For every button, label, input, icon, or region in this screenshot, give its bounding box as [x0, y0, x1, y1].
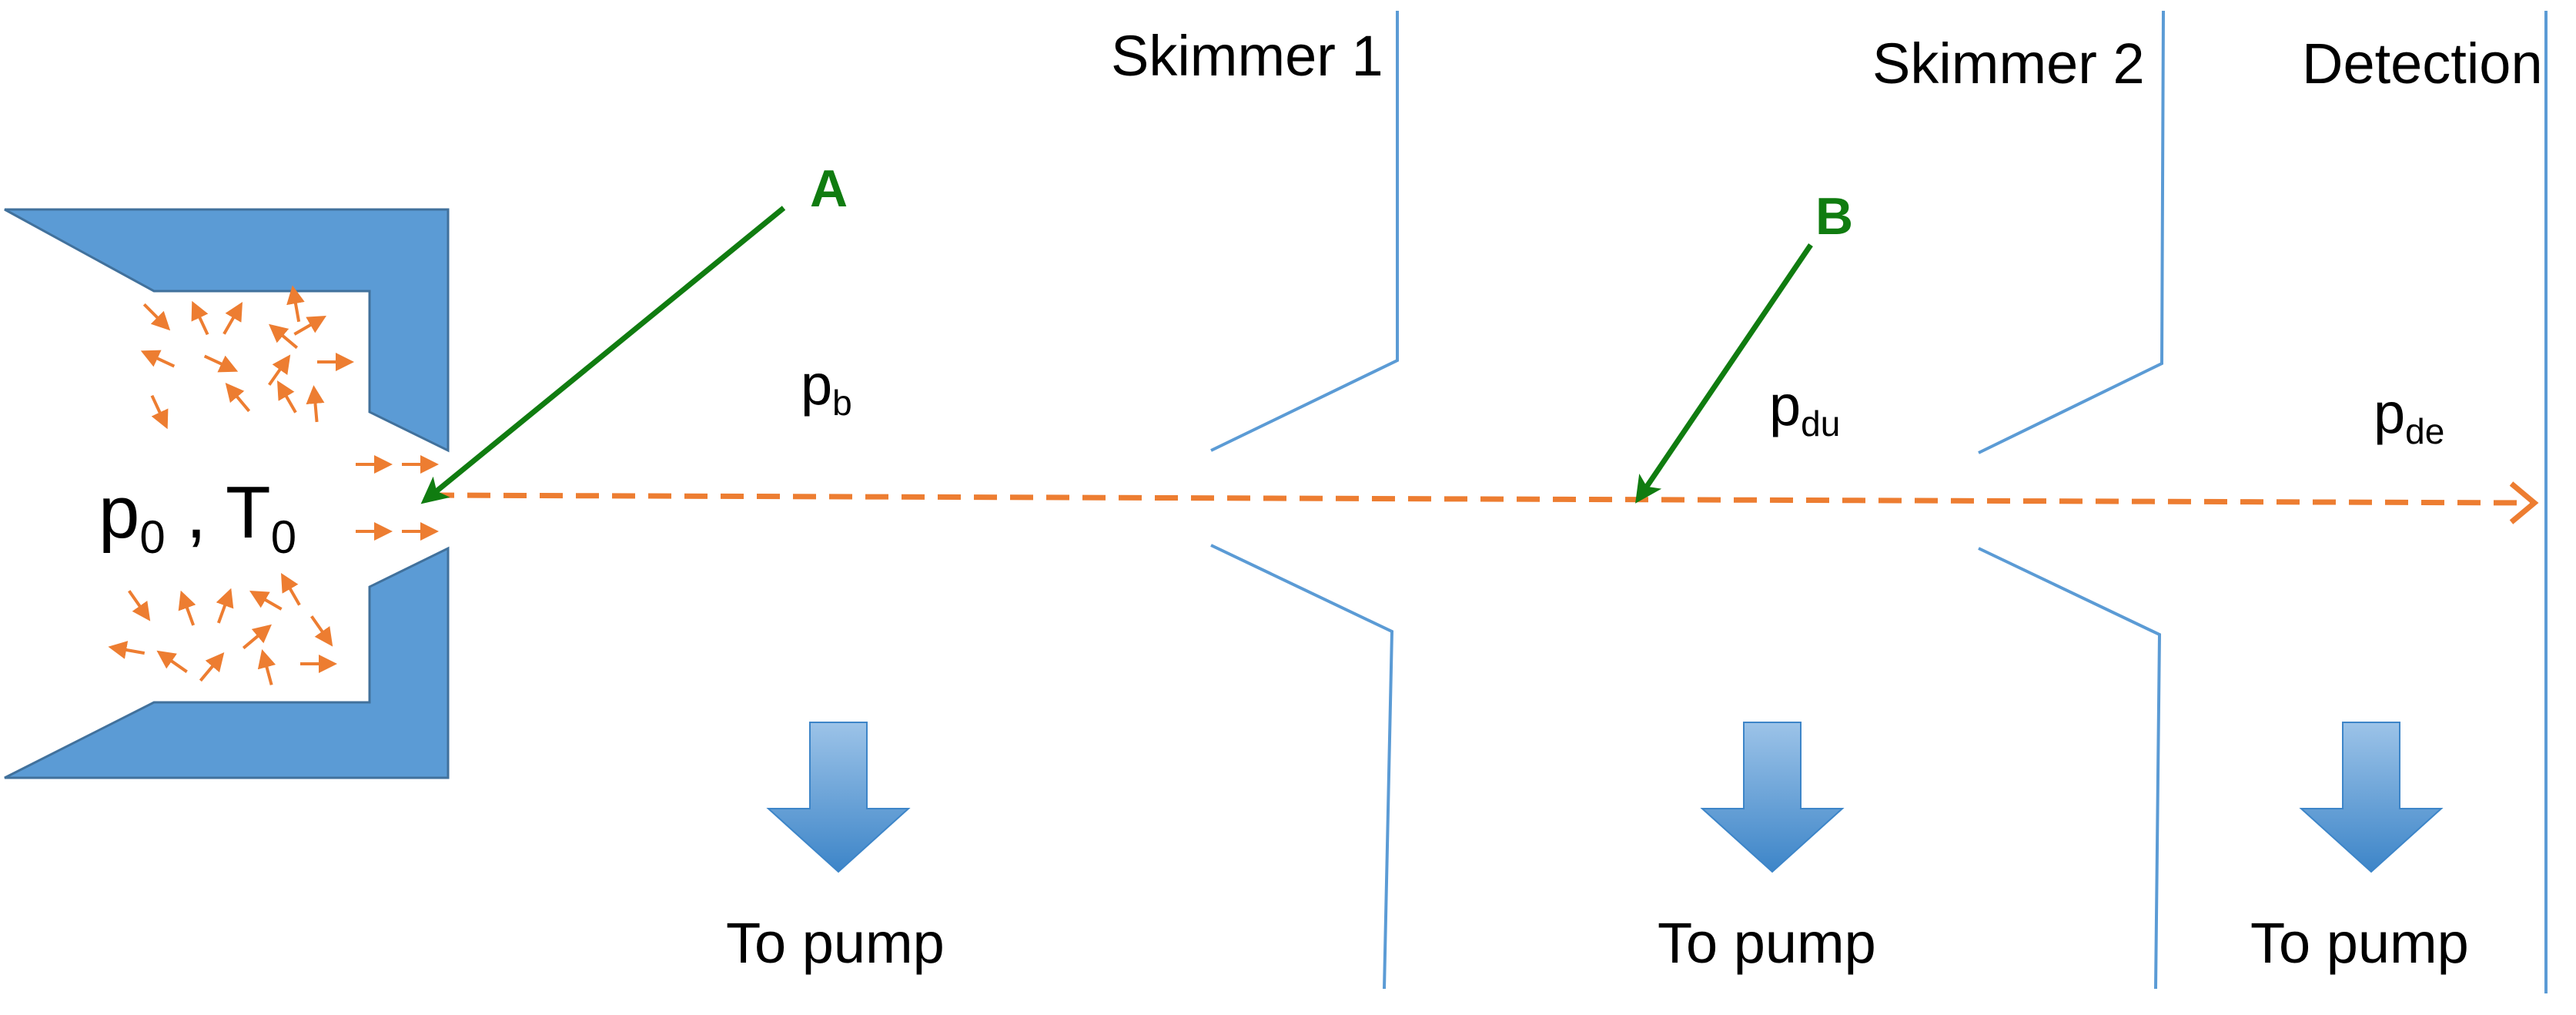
pump-arrow-2-icon — [1700, 722, 1845, 873]
gas-particle-21 — [216, 588, 234, 624]
gas-particle-30 — [280, 573, 301, 606]
source-temperature-symbol: T — [226, 471, 271, 554]
pump-arrow-3-icon — [2299, 722, 2444, 873]
gas-particle-4 — [286, 285, 305, 323]
detection-pressure-symbol: p — [2374, 381, 2405, 445]
gas-particle-19 — [128, 590, 151, 621]
gas-particle-8 — [203, 354, 239, 373]
gas-particle-23 — [310, 615, 333, 647]
gas-particle-28 — [257, 649, 276, 685]
detection-pressure-subscript: de — [2405, 411, 2444, 451]
gas-particle-20 — [178, 590, 196, 626]
gas-particle-10 — [268, 354, 291, 386]
detection-pressure-label: pde — [2374, 381, 2444, 451]
nozzle-upper-jaw — [4, 208, 450, 453]
molecular-beam-line — [430, 492, 2534, 506]
gas-particle-3 — [222, 302, 243, 335]
marker-a-arrow — [420, 206, 786, 504]
beam-arrowhead-icon — [2509, 481, 2539, 524]
gas-particle-22 — [249, 591, 283, 611]
gas-particle-12 — [306, 385, 325, 423]
background-pressure-symbol: p — [801, 353, 832, 417]
skimmer-1-label: Skimmer 1 — [1111, 24, 1383, 88]
skimmer-2-upper-wall — [1978, 10, 2165, 454]
downstream-pressure-subscript: du — [1801, 404, 1840, 444]
source-temperature-subscript: 0 — [271, 511, 296, 563]
pump-label-3: To pump — [2250, 911, 2469, 975]
gas-particle-27 — [242, 624, 272, 650]
gas-particles — [108, 285, 439, 685]
downstream-pressure-symbol: p — [1769, 374, 1801, 437]
downstream-pressure-label: pdu — [1769, 374, 1840, 444]
pump-arrow-1-icon — [766, 722, 911, 873]
marker-a-label: A — [810, 159, 848, 218]
gas-particle-26 — [199, 652, 225, 682]
pump-label-2: To pump — [1658, 911, 1876, 975]
source-pressure-symbol: p — [99, 471, 139, 554]
gas-particle-2 — [191, 300, 209, 336]
skimmer-1-upper-wall — [1210, 11, 1399, 452]
source-conditions-label: p0 , T0 — [99, 471, 296, 563]
background-pressure-subscript: b — [832, 383, 852, 423]
skimmer-1-lower-wall — [1210, 544, 1394, 990]
gas-particle-1 — [142, 303, 171, 331]
gas-particle-13 — [150, 394, 169, 430]
gas-particle-11 — [269, 323, 299, 350]
gas-particle-14 — [276, 380, 297, 414]
marker-b-label: B — [1815, 187, 1853, 246]
detection-label: Detection — [2302, 32, 2543, 95]
gas-particle-7 — [140, 350, 176, 368]
source-pressure-subscript: 0 — [139, 511, 165, 563]
background-pressure-label: pb — [801, 353, 852, 423]
skimmer-2-lower-wall — [1978, 547, 2162, 990]
source-separator: , — [166, 471, 226, 554]
pump-label-1: To pump — [726, 911, 945, 975]
gas-particle-25 — [156, 650, 188, 673]
gas-particle-9 — [225, 383, 251, 413]
marker-b-arrow — [1635, 243, 1813, 504]
nozzle-lower-jaw — [4, 546, 450, 779]
skimmer-2-label: Skimmer 2 — [1872, 32, 2145, 95]
gas-particle-24 — [108, 641, 146, 659]
gas-particle-5 — [293, 316, 326, 336]
